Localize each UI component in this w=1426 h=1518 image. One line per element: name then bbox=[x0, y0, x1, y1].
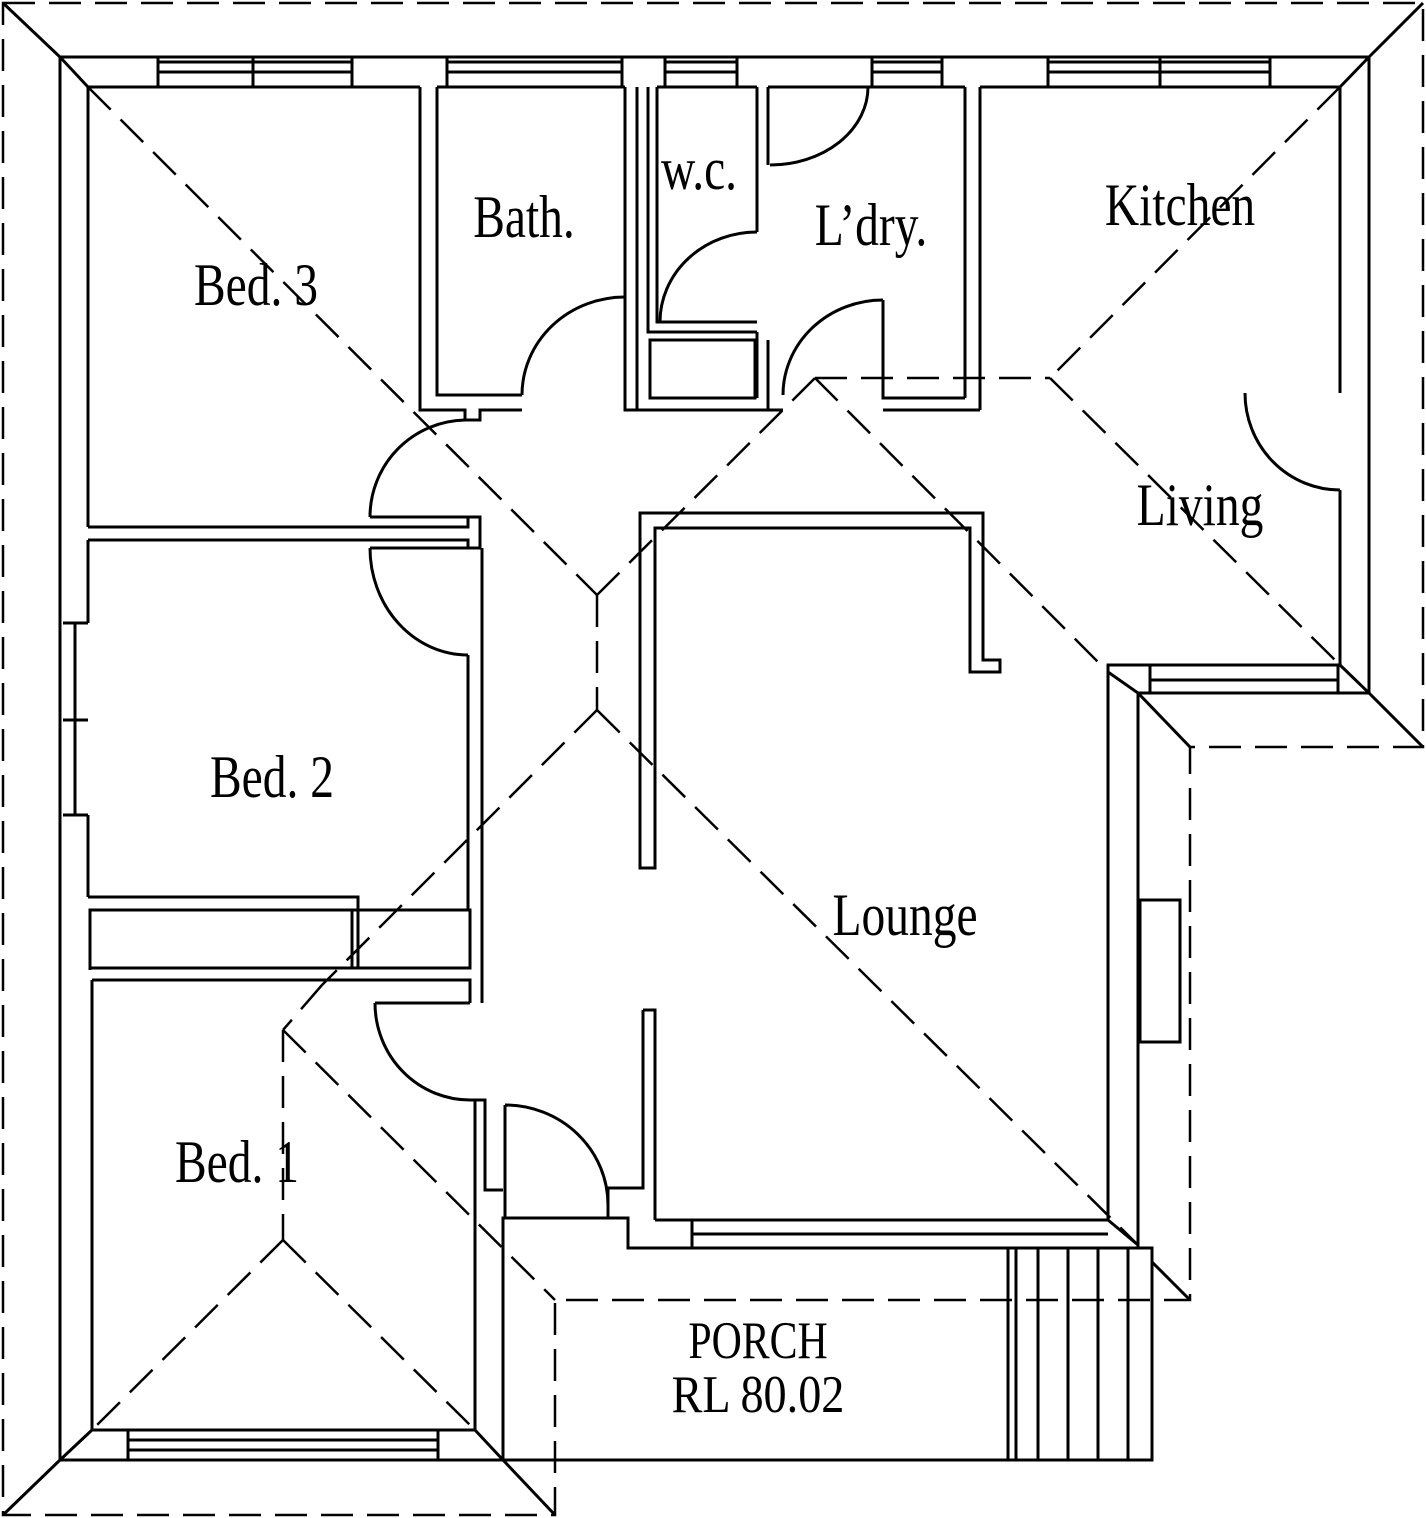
external-wall-inner-left bbox=[86, 87, 475, 1432]
window-kitchen bbox=[1046, 57, 1272, 87]
wall-wc-laundry bbox=[625, 87, 783, 412]
porch-outline bbox=[503, 1246, 1154, 1462]
wall-lounge-partition bbox=[638, 511, 1002, 870]
wall-laundry-kitchen bbox=[963, 87, 982, 410]
room-label-bed1: Bed. 1 bbox=[175, 1129, 299, 1196]
hip-line bbox=[814, 377, 1109, 673]
external-wall-outer bbox=[58, 55, 1371, 1462]
door-laundry-external bbox=[769, 86, 870, 167]
wall-bed3-bed2 bbox=[88, 515, 482, 550]
corner-line bbox=[1, 1428, 94, 1517]
wall-bath-wc bbox=[623, 87, 639, 412]
roof-hip-lines bbox=[87, 86, 1341, 1431]
porch-reduced-level: RL 80.02 bbox=[672, 1365, 845, 1424]
room-label-laundry: L’dry. bbox=[815, 192, 928, 259]
external-wall-inner-right bbox=[655, 87, 1342, 1222]
cupboard-linen bbox=[648, 338, 757, 400]
hip-line bbox=[1049, 86, 1341, 379]
window-bed2 bbox=[63, 621, 88, 817]
room-labels: Bed. 3 Bath. w.c. L’dry. Kitchen Living … bbox=[175, 136, 1263, 1424]
window-bath bbox=[445, 57, 624, 87]
robe-bed2-bed1 bbox=[88, 908, 472, 970]
room-label-lounge: Lounge bbox=[832, 882, 977, 949]
fireplace bbox=[1138, 898, 1182, 1044]
door-wc bbox=[658, 230, 758, 323]
wall-bed2-hall bbox=[466, 548, 484, 1003]
corner-line bbox=[1150, 1260, 1192, 1302]
hip-line bbox=[596, 377, 816, 596]
window-living bbox=[1148, 665, 1340, 693]
wall-wc bbox=[646, 87, 757, 334]
internal-walls bbox=[88, 87, 1182, 1430]
room-label-bed3: Bed. 3 bbox=[194, 252, 318, 319]
corner-line bbox=[473, 1428, 557, 1517]
room-label-kitchen: Kitchen bbox=[1105, 172, 1255, 239]
room-label-living: Living bbox=[1137, 472, 1264, 539]
door-bed1 bbox=[373, 1001, 471, 1102]
porch-steps bbox=[1014, 1248, 1130, 1460]
hip-line bbox=[1049, 377, 1341, 666]
room-label-wc: w.c. bbox=[661, 136, 737, 203]
porch bbox=[503, 1246, 1154, 1462]
hip-line bbox=[321, 709, 598, 986]
door-bed2 bbox=[368, 546, 469, 657]
room-label-bath: Bath. bbox=[473, 184, 575, 251]
hip-line bbox=[282, 1239, 476, 1431]
window-bed3 bbox=[156, 57, 354, 87]
corner-line bbox=[1, 1, 90, 89]
windows bbox=[63, 57, 1340, 1460]
door-living-external bbox=[1243, 392, 1341, 492]
door-laundry bbox=[781, 298, 884, 396]
wall-bed1-right bbox=[470, 1098, 503, 1430]
corner-line bbox=[1338, 663, 1425, 749]
hip-line bbox=[596, 709, 1139, 1246]
corner-line bbox=[1107, 1218, 1139, 1247]
hip-line bbox=[87, 86, 598, 596]
door-bath bbox=[520, 295, 626, 396]
window-bed1 bbox=[126, 1430, 440, 1460]
window-lounge bbox=[690, 1220, 1108, 1248]
room-label-bed2: Bed. 2 bbox=[210, 744, 334, 811]
doors bbox=[368, 86, 1341, 1218]
hip-line bbox=[91, 1239, 284, 1431]
wall-bed2-bottom bbox=[88, 895, 360, 910]
wall-bed1-top bbox=[92, 978, 472, 1003]
window-wc bbox=[663, 57, 739, 87]
hip-line bbox=[282, 1029, 556, 1301]
door-entry bbox=[503, 1103, 610, 1218]
window-laundry bbox=[870, 57, 944, 87]
door-bed3 bbox=[368, 418, 468, 519]
room-label-porch: PORCH bbox=[688, 1313, 827, 1371]
corner-line bbox=[1338, 1, 1425, 89]
wall-bed3-bath bbox=[418, 87, 522, 422]
wall-lounge-entry bbox=[606, 1008, 657, 1220]
wall-laundry-bottom bbox=[881, 300, 980, 412]
hip-line bbox=[282, 984, 323, 1031]
